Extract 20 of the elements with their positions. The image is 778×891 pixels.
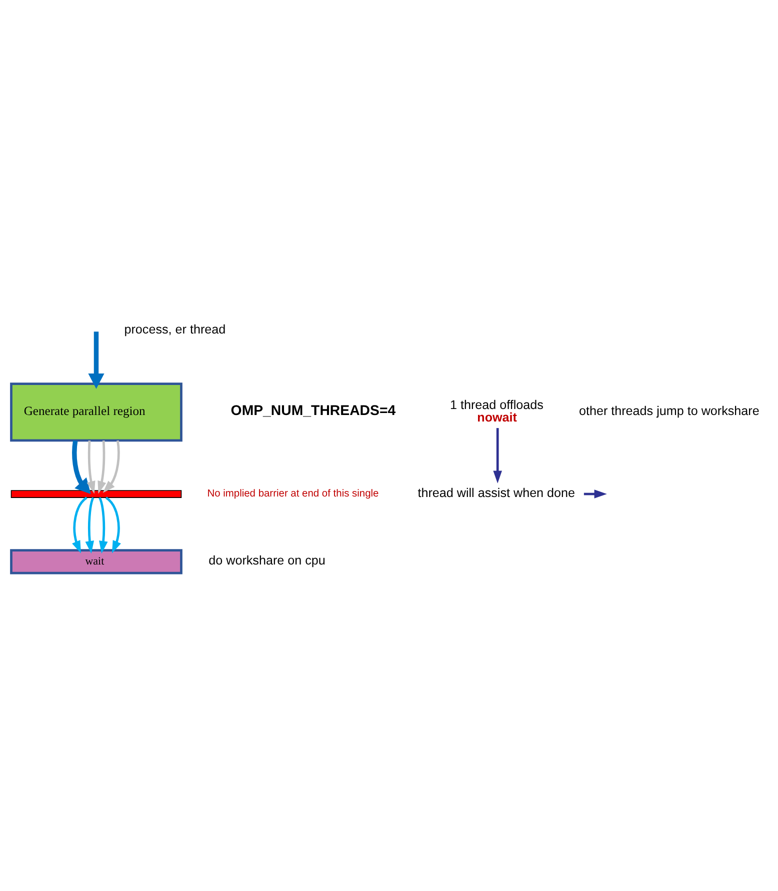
arrow	[88, 331, 104, 388]
node-bar	[10, 490, 182, 498]
label: other threads jump to workshare	[578, 404, 760, 418]
arrow	[98, 496, 108, 554]
node-label: No implied barrier at end of this single	[207, 488, 379, 500]
arrow	[493, 428, 502, 483]
node-label: OMP_NUM_THREADS=4	[230, 402, 396, 418]
label: do workshare on cpu	[208, 553, 326, 568]
arrow	[86, 440, 96, 494]
arrow	[72, 496, 88, 553]
node-text: thread will assist when done	[418, 485, 576, 500]
arrow	[85, 496, 94, 554]
arrow	[72, 440, 91, 494]
arrow	[102, 440, 120, 492]
node-text: 1 thread offloads nowait	[450, 397, 544, 424]
node-box: wait	[10, 548, 182, 574]
arrow	[105, 496, 121, 553]
arrow	[98, 440, 106, 494]
label: process, er thread	[124, 322, 226, 336]
node-box: Generate parallel region	[10, 382, 182, 442]
